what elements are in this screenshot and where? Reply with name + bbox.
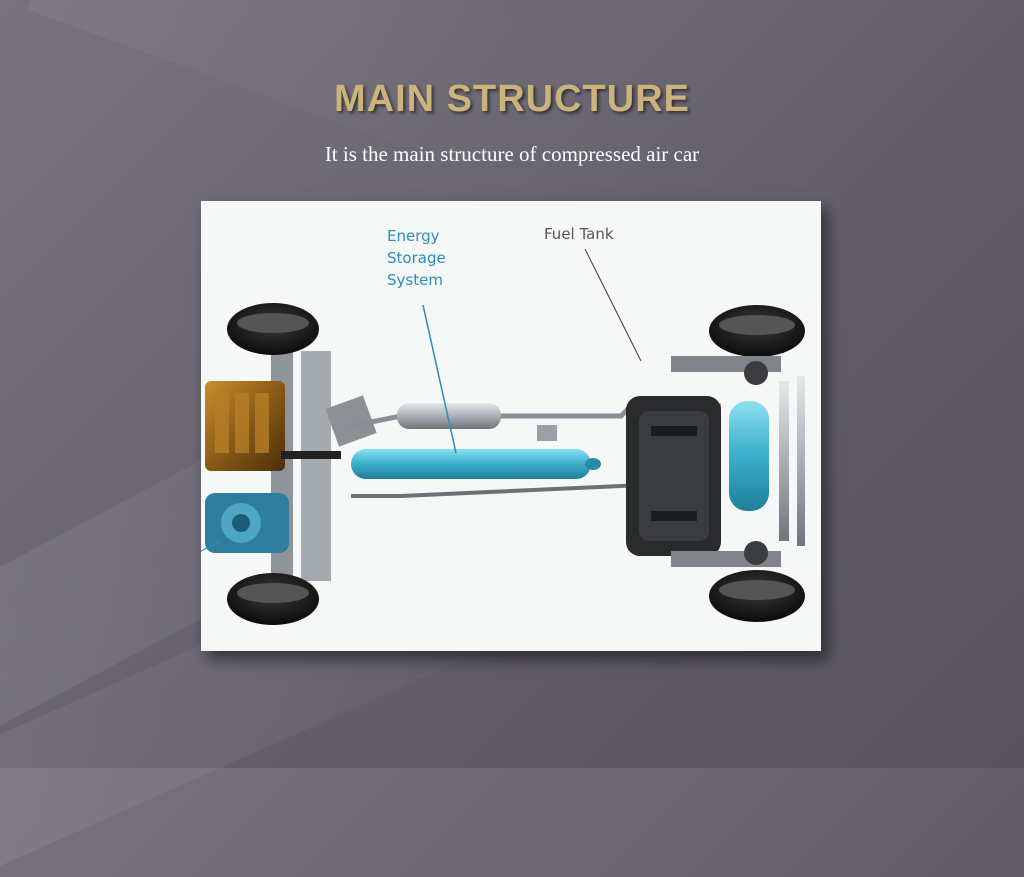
slide-subtitle: It is the main structure of compressed a…: [324, 142, 700, 166]
pipe-bracket: [537, 425, 557, 441]
rear-pipe: [797, 376, 805, 546]
muffler: [397, 403, 501, 429]
front-suspension-arm: [325, 395, 377, 447]
chassis-diagram: Energy Storage System Fuel Tank: [201, 201, 821, 651]
wheel-rear-right: [709, 570, 805, 622]
wheel-rear-left: [709, 305, 805, 357]
air-motor: [205, 493, 289, 553]
fuel-tank-label: Fuel Tank: [544, 225, 614, 243]
wheel-front-left: [227, 303, 319, 355]
rear-air-cylinder: [729, 401, 769, 511]
energy-storage-label-line3: System: [387, 271, 443, 289]
slide-title: MAIN STRUCTURE: [334, 78, 690, 120]
energy-storage-label-line2: Storage: [387, 249, 446, 267]
energy-storage-label-line1: Energy: [387, 227, 440, 245]
engine-block: [205, 381, 285, 471]
hose: [281, 451, 341, 459]
rear-hub: [744, 541, 768, 565]
leader-line: [201, 540, 222, 552]
energy-storage-leader: [422, 304, 457, 454]
rear-hub: [744, 361, 768, 385]
fuel-tank: [626, 396, 721, 556]
wheel-front-right: [227, 573, 319, 625]
rear-pipe: [779, 381, 789, 541]
front-subframe: [301, 351, 331, 581]
fuel-tank-leader: [584, 248, 642, 362]
energy-storage-tank: [351, 449, 601, 479]
chassis-illustration: Energy Storage System Fuel Tank: [201, 225, 805, 625]
